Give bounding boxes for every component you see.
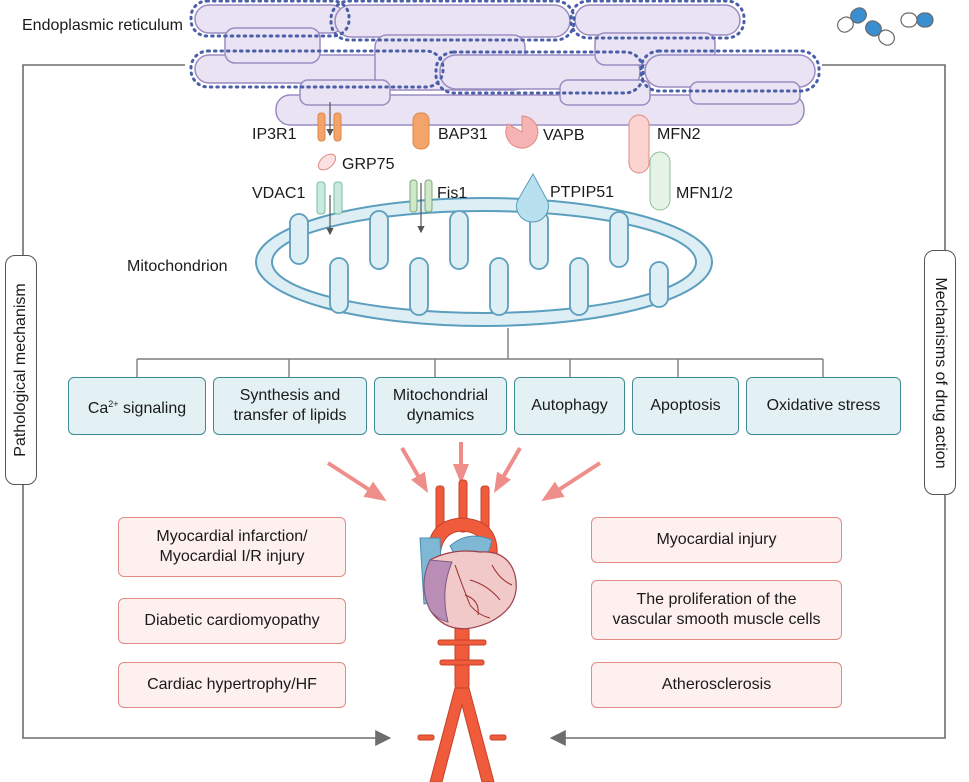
mitochondrion-shape: [255, 197, 713, 327]
vapb-label: VAPB: [543, 127, 585, 144]
function-tree-connector: [136, 328, 824, 377]
ca-signaling-box: Ca2+ signaling: [68, 377, 206, 435]
mfn2-label: MFN2: [657, 126, 701, 143]
vapb-icon: [505, 115, 539, 149]
vdac1-label: VDAC1: [252, 185, 306, 202]
cardiac-hypertrophy-box: Cardiac hypertrophy/HF: [118, 662, 346, 708]
vdac1-icon: [316, 181, 343, 215]
lipids-box: Synthesis and transfer of lipids: [213, 377, 367, 435]
convergence-arrows: [326, 442, 602, 502]
grp75-icon: [317, 153, 337, 171]
pathological-mechanism-tag: Pathological mechanism: [5, 255, 37, 485]
oxidative-stress-box: Oxidative stress: [746, 377, 901, 435]
pathological-mechanism-text: Pathological mechanism: [12, 283, 29, 457]
myocardial-injury-box: Myocardial injury: [591, 517, 842, 563]
mfn2-icon: [628, 114, 650, 174]
drug-mechanism-tag: Mechanisms of drug action: [924, 250, 956, 495]
mitochondrion-label: Mitochondrion: [127, 258, 228, 275]
ip3r1-icon: [317, 112, 342, 142]
mfn12-icon: [649, 151, 671, 211]
diabetic-cardiomyopathy-box: Diabetic cardiomyopathy: [118, 598, 346, 644]
atherosclerosis-box: Atherosclerosis: [591, 662, 842, 708]
fis1-label: Fis1: [437, 185, 468, 202]
drug-mechanism-text: Mechanisms of drug action: [932, 276, 949, 469]
ptpip51-label: PTPIP51: [550, 184, 615, 201]
er-ribosomes: [189, 0, 821, 95]
er-label: Endoplasmic reticulum: [22, 17, 183, 34]
fis1-icon: [409, 179, 433, 213]
vsmc-proliferation-box: The proliferation of the vascular smooth…: [591, 580, 842, 640]
autophagy-box: Autophagy: [514, 377, 625, 435]
bap31-icon: [412, 112, 430, 150]
mito-dynamics-box: Mitochondrial dynamics: [374, 377, 507, 435]
mfn12-label: MFN1/2: [676, 185, 733, 202]
myocardial-infarction-box: Myocardial infarction/ Myocardial I/R in…: [118, 517, 346, 577]
ca-signaling-text: Ca2+ signaling: [87, 398, 187, 417]
apoptosis-box: Apoptosis: [632, 377, 739, 435]
bap31-label: BAP31: [438, 126, 488, 143]
grp75-label: GRP75: [342, 156, 395, 173]
capsules-icon: [837, 7, 934, 46]
er-shape: [194, 4, 816, 126]
heart-aorta-illustration: [417, 479, 517, 782]
ip3r1-label: IP3R1: [252, 126, 297, 143]
ptpip51-icon: [516, 172, 549, 223]
